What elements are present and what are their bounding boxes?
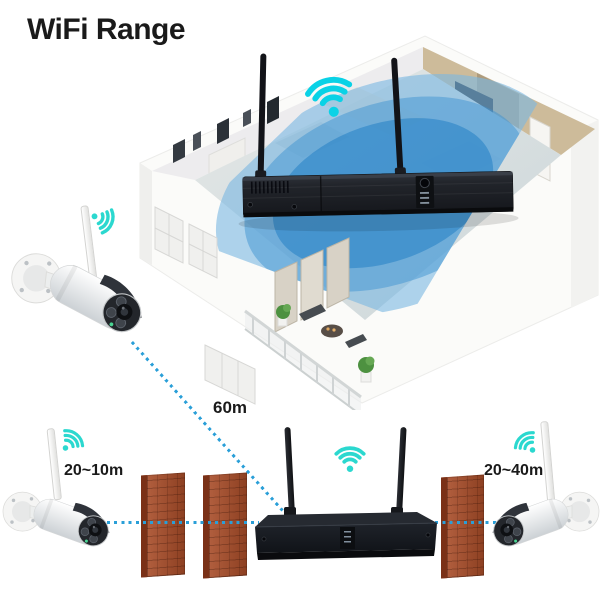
bottom-nvr	[254, 507, 438, 560]
wifi-signal-icon	[83, 198, 130, 245]
ir-sensor	[419, 177, 430, 189]
bullet-camera-bottom-right	[492, 491, 600, 547]
camera-body	[49, 264, 142, 333]
dotted-link-right	[428, 521, 502, 524]
dotted-link-left	[107, 521, 259, 524]
camera-body	[492, 498, 569, 547]
brick-wall	[141, 472, 185, 578]
wifi-signal-icon	[292, 54, 366, 128]
brick-wall	[203, 472, 247, 579]
nvr-antenna-right	[396, 426, 407, 516]
left-wall-edge	[140, 163, 152, 265]
bullet-camera-bottom-left	[2, 491, 110, 547]
outer-wall-windows	[154, 206, 256, 405]
balcony	[244, 237, 375, 410]
bullet-camera-mid-left	[11, 253, 142, 333]
led-panel	[340, 527, 355, 549]
room-nvr	[238, 53, 519, 232]
wifi-signal-icon	[49, 415, 97, 463]
wifi-signal-icon	[330, 435, 370, 475]
distance-label-right: 20~40m	[484, 462, 544, 479]
brick-wall	[441, 474, 484, 579]
nvr-antenna-left	[284, 426, 295, 516]
vent-grille	[250, 180, 289, 194]
camera-body	[33, 498, 110, 547]
distance-label-60m: 60m	[213, 398, 248, 417]
wifi-signal-icon	[501, 417, 549, 465]
isometric-room-scene	[139, 35, 599, 410]
page-title: WiFi Range	[27, 13, 186, 46]
right-wall-face	[571, 120, 598, 308]
interior-wall-left	[152, 47, 423, 180]
distance-label-left: 20~10m	[64, 462, 124, 479]
